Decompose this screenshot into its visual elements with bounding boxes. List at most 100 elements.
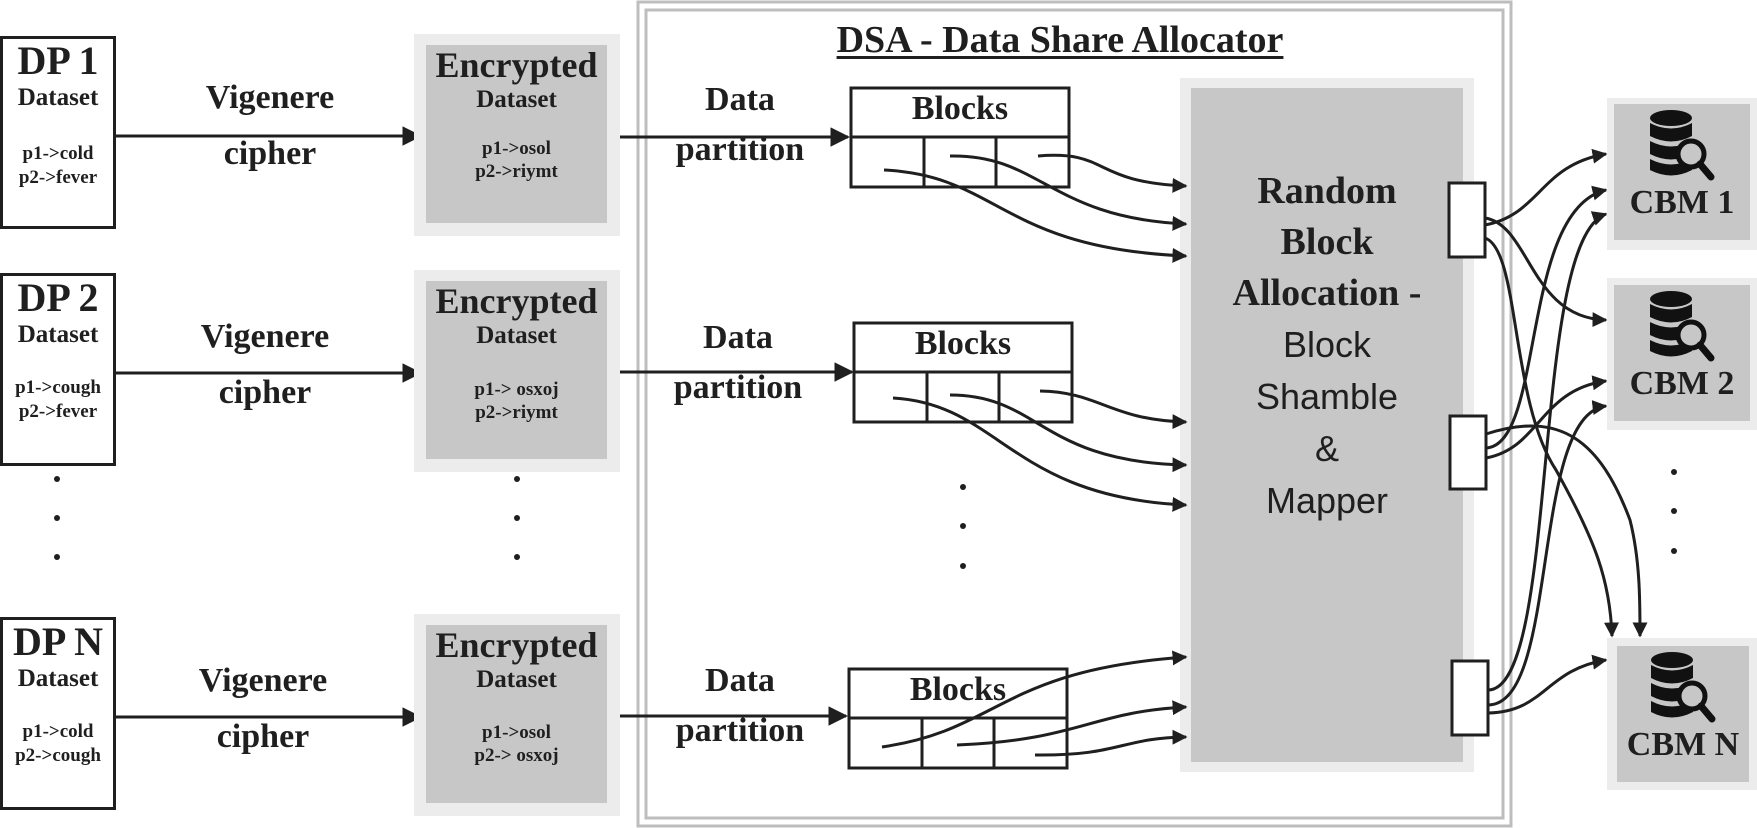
blocks-label-1: Blocks [911,90,1009,127]
cbm-label: CBM N [1626,726,1740,763]
allocator-line: & [1314,428,1339,469]
cbm-box-2: CBM 2 [1614,285,1750,421]
encrypted-box-2: Encrypted Dataset p1-> osxoj p2->riymt [426,281,607,459]
ellipsis-dot [960,563,966,569]
encrypted-subtitle: Dataset [476,666,557,693]
out-curve-2-cbm2 [1485,375,1608,460]
dp-record: p2->fever [18,401,98,422]
out-curve-n-cbmn [1487,654,1608,715]
block-curve-nb [956,700,1188,747]
block-curve-1c [883,168,1188,263]
allocator-line: Shamble [1255,376,1399,417]
out-curve-2-cbm1 [1485,185,1608,450]
encrypted-title: Encrypted [435,625,598,665]
dsa-frame-outer [636,0,1513,828]
cbm-label: CBM 2 [1629,365,1735,402]
ellipsis-dot [514,515,520,521]
out-curve-1-cbm1 [1484,148,1608,227]
ellipsis-dot [1671,469,1677,475]
cipher-label-n: Vigenere cipher [153,657,373,761]
dp-subtitle: Dataset [17,84,99,111]
cipher-label-line2: cipher [223,135,317,172]
dp-subtitle: Dataset [17,665,99,692]
encrypted-subtitle: Dataset [476,322,557,349]
partition-label-line2: partition [673,369,803,406]
encrypted-record: p1-> osxoj [474,379,559,400]
dp-record: p1->cold [22,143,94,164]
ellipsis-dot [1671,508,1677,514]
partition-label-line2: partition [675,712,805,749]
encrypted-record: p1->osol [482,722,551,743]
out-curve-n-cbm1 [1487,211,1608,692]
block-curve-1b [949,154,1188,231]
ellipsis-dot [514,554,520,560]
encrypted-record: p2->riymt [475,402,558,423]
cipher-label-line2: cipher [218,374,312,411]
partition-label-line2: partition [675,131,805,168]
out-curve-2-cbmn [1485,424,1648,638]
partition-label-line1: Data [705,662,775,699]
ellipsis-dot [960,523,966,529]
dp-title: DP N [13,619,103,664]
database-search-icon [1650,110,1715,181]
dp-record: p1->cough [15,377,101,398]
dp-box-2: DP 2 Dataset p1->cough p2->fever [0,273,116,466]
encrypted-record: p2-> osxoj [474,745,559,766]
partition-label-2: Data partition [638,314,838,412]
ellipsis-dot [514,476,520,482]
dp-record: p2->cough [15,745,101,766]
ellipsis-dot [54,515,60,521]
encrypted-subtitle: Dataset [476,86,557,113]
dp-box-n: DP N Dataset p1->cold p2->cough [0,617,116,810]
cipher-label-1: Vigenere cipher [160,74,380,178]
cipher-label-line2: cipher [216,718,310,755]
encrypted-title: Encrypted [435,281,598,321]
dp-title: DP 2 [17,275,99,320]
encrypted-box-n: Encrypted Dataset p1->osol p2-> osxoj [426,625,607,803]
block-curve-2a [1039,389,1188,430]
partition-label-line1: Data [703,319,773,356]
partition-label-n: Data partition [640,657,840,755]
allocator-line: Random [1257,170,1397,212]
database-search-icon [1650,291,1715,362]
allocator-line: Allocation - [1232,272,1422,314]
block-curve-2b [949,393,1188,473]
ellipsis-dot [1671,548,1677,554]
encrypted-record: p2->riymt [475,161,558,182]
database-search-icon [1651,652,1716,723]
dp-subtitle: Dataset [17,321,99,348]
dsa-frame-inner [644,8,1505,820]
cbm-box-1: CBM 1 [1614,104,1750,240]
cipher-label-line1: Vigenere [205,79,335,116]
ellipsis-dot [960,484,966,490]
partition-label-line1: Data [705,81,775,118]
cbm-label: CBM 1 [1629,184,1735,221]
allocator-port-2 [1448,414,1488,491]
encrypted-box-1: Encrypted Dataset p1->osol p2->riymt [426,45,607,223]
dp-record: p2->fever [18,167,98,188]
cbm-box-n: CBM N [1617,646,1749,782]
blocks-label-2: Blocks [914,325,1012,362]
out-curve-n-cbm2 [1487,400,1608,707]
out-curve-1-cbm2 [1484,216,1608,328]
cipher-label-2: Vigenere cipher [155,313,375,417]
allocator-line: Mapper [1265,480,1389,521]
encrypted-title: Encrypted [435,45,598,85]
blocks-label-n: Blocks [909,671,1007,708]
allocator-line: Block [1280,221,1374,263]
ellipsis-dot [54,476,60,482]
dp-record: p1->cold [22,721,94,742]
dp-title: DP 1 [17,38,99,83]
cipher-label-line1: Vigenere [198,662,328,699]
encrypted-record: p1->osol [482,138,551,159]
block-curve-2c [892,396,1188,512]
block-curve-nc [1034,729,1188,757]
dp-box-1: DP 1 Dataset p1->cold p2->fever [0,36,116,229]
allocator-port-n [1450,659,1490,737]
cipher-label-line1: Vigenere [200,318,330,355]
block-curve-1a [1037,153,1188,193]
allocator-label: Random Block Allocation - Block Shamble … [1191,166,1463,527]
allocator-box [1191,88,1463,762]
